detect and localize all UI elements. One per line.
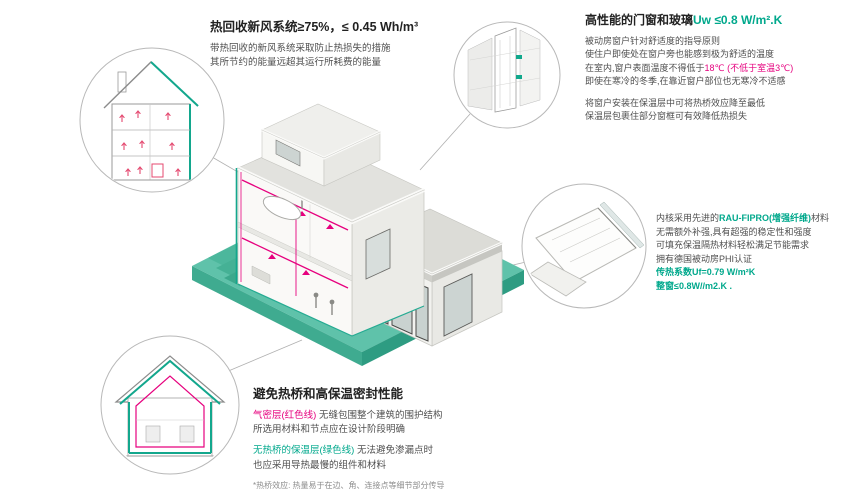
ventilation-body-line1: 带热回收的新风系统采取防止热损失的措施 [210, 42, 391, 54]
kitchen-counter [251, 265, 271, 285]
callout-insulation-text: 避免热桥和高保温密封性能 气密层(红色线) 无缝包围整个建筑的围护结构 所选用材… [253, 387, 563, 491]
profile-line1-pre: 内核采用先进的 [656, 213, 720, 223]
profile-spec1: 传热系数Uf=0.79 W/m²K [656, 267, 756, 277]
windows-title: 高性能的门窗和玻璃Uw ≤0.8 W/m².K [585, 13, 857, 29]
insulation-line1-highlight: 气密层(红色线) [253, 409, 317, 421]
windows-line3-highlight: 18℃ (不低于室温3℃) [704, 62, 794, 73]
profile-line3: 可填充保温隔热材料轻松满足节能需求 [656, 240, 810, 250]
profile-line1-post: 材料 [811, 213, 830, 223]
insulation-line2: 所选用材料和节点应在设计阶段明确 [253, 424, 406, 436]
heat-recovery-unit [151, 163, 164, 178]
windows-line2: 使住户即使处在窗户旁也能感到极为舒适的温度 [585, 49, 775, 60]
insulation-line3-highlight: 无热桥的保温层(绿色线) [253, 445, 355, 457]
chimney [117, 71, 127, 93]
ventilation-title: 热回收新风系统≥75%，≤ 0.45 Wh/m³ [210, 20, 419, 34]
house-illustration [192, 103, 524, 366]
insulation-title: 避免热桥和高保温密封性能 [253, 387, 404, 401]
windows-title-main: 高性能的门窗和玻璃 [585, 13, 694, 27]
thermal-bridge-footnote: *热桥效应: 热量易于在边、角、连接点等细节部分传导 [253, 480, 445, 490]
windows-line4: 即使在寒冷的冬季,在靠近窗户部位也无寒冷不适感 [585, 76, 786, 87]
callout-ventilation-text: 热回收新风系统≥75%，≤ 0.45 Wh/m³ 带热回收的新风系统采取防止热损… [210, 20, 475, 71]
profile-line4: 拥有德国被动房PHI认证 [656, 253, 753, 264]
profile-line1-highlight: RAU-FIPRO(增强纤维) [719, 213, 812, 223]
insulation-line4: 也应采用导热最慢的组件和材料 [253, 459, 387, 471]
profile-spec2: 整窗≤0.8W//m2.K . [656, 280, 732, 291]
insulation-line1-rest: 无缝包围整个建筑的围护结构 [316, 409, 443, 421]
windows-title-spec: Uw ≤0.8 W/m².K [693, 13, 783, 27]
windows-line3: 在室内,窗户表面温度不得低于 [585, 62, 705, 73]
callout-profile-text: 内核采用先进的RAU-FIPRO(增强纤维)材料 无需额外补强,具有超强的稳定性… [656, 212, 862, 293]
red-airtight-line [135, 375, 205, 448]
main-block [235, 103, 425, 337]
windows-line1: 被动房窗户针对舒适度的指导原则 [585, 35, 721, 46]
green-insulation-line [119, 359, 221, 454]
windows-line6: 保温层包裹住部分窗框可有效降低热损失 [585, 111, 748, 122]
callout-windows-text: 高性能的门窗和玻璃Uw ≤0.8 W/m².K 被动房窗户针对舒适度的指导原则 … [585, 13, 857, 124]
penthouse [261, 103, 381, 187]
profile-line2: 无需额外补强,具有超强的稳定性和强度 [656, 226, 812, 237]
insulation-chip [516, 55, 522, 59]
insulation-line3-rest: 无法避免渗漏点时 [354, 445, 433, 457]
windows-line5: 将窗户安装在保温层中可将热桥效应降至最低 [585, 97, 766, 108]
callout-circle-window-detail [453, 21, 561, 129]
callout-circle-ventilation [79, 47, 225, 193]
glass-pane [599, 201, 644, 249]
ventilation-body-line2: 其所节约的能量远超其运行所耗费的能量 [210, 57, 382, 69]
callout-circle-profile [521, 183, 647, 309]
callout-circle-insulation [100, 335, 240, 475]
insulation-chip [516, 75, 522, 79]
bathtub [262, 195, 302, 221]
